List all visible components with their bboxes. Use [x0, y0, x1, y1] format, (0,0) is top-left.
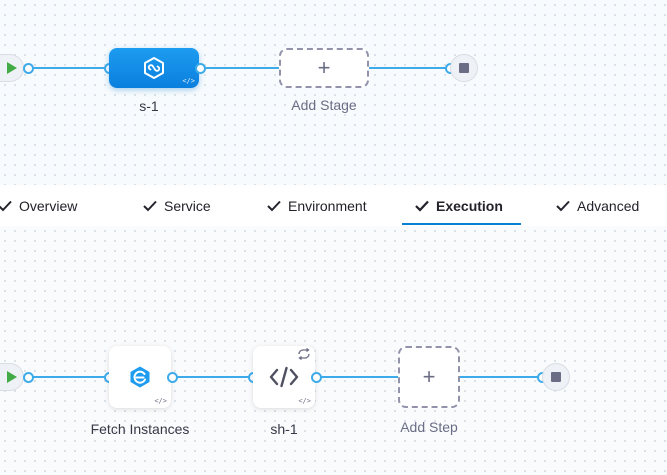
pipeline-start-node: [0, 54, 24, 82]
check-icon: [267, 200, 281, 212]
connector-port: [23, 63, 34, 74]
execution-end-node: [542, 363, 570, 391]
connector-line: [176, 376, 252, 378]
tab-label: Overview: [19, 197, 78, 214]
stage-tabs: Overview Service Environment Execution A…: [0, 185, 667, 227]
connector-line: [28, 376, 108, 378]
yaml-code-icon: </>: [154, 397, 167, 405]
stop-icon: [459, 63, 469, 73]
tab-label: Execution: [436, 197, 503, 214]
add-stage-label: Add Stage: [291, 97, 357, 113]
yaml-code-icon: </>: [182, 77, 195, 85]
stage-node-s-1[interactable]: </>: [109, 48, 199, 88]
connector-line: [320, 376, 398, 378]
plus-icon: +: [422, 364, 436, 389]
tab-execution[interactable]: Execution: [415, 185, 503, 226]
connector-line: [204, 67, 280, 69]
tab-label: Environment: [288, 197, 367, 214]
connector-line: [369, 67, 447, 69]
fetch-instances-icon: [130, 366, 150, 388]
loop-icon[interactable]: [297, 347, 311, 365]
check-icon: [0, 200, 12, 212]
pipeline-end-node: [450, 54, 478, 82]
check-icon: [415, 200, 429, 212]
stop-icon: [551, 372, 561, 382]
yaml-code-icon: </>: [298, 397, 311, 405]
tab-label: Advanced: [577, 197, 640, 214]
plus-icon: +: [317, 55, 331, 80]
active-tab-indicator: [402, 223, 521, 225]
connector-port: [23, 372, 34, 383]
play-icon: [6, 371, 17, 383]
execution-canvas: </> </> + Fetch Instances sh-1 Add Step: [0, 226, 667, 475]
add-step-button[interactable]: +: [398, 346, 460, 408]
play-icon: [6, 62, 17, 74]
add-step-label: Add Step: [400, 419, 458, 435]
step-name-label: sh-1: [270, 421, 298, 437]
execution-start-node: [0, 363, 24, 391]
check-icon: [143, 200, 157, 212]
shell-script-icon: [269, 366, 299, 388]
tab-overview[interactable]: Overview: [0, 185, 77, 226]
check-icon: [556, 200, 570, 212]
connector-line: [460, 376, 540, 378]
connector-line: [28, 67, 108, 69]
step-name-label: Fetch Instances: [90, 421, 190, 437]
step-node-fetch-instances[interactable]: </>: [109, 346, 171, 408]
tab-advanced[interactable]: Advanced: [556, 185, 639, 226]
tab-service[interactable]: Service: [143, 185, 211, 226]
tab-environment[interactable]: Environment: [267, 185, 367, 226]
step-node-sh-1[interactable]: </>: [253, 346, 315, 408]
tab-label: Service: [164, 197, 211, 214]
add-stage-button[interactable]: +: [279, 48, 369, 88]
pipeline-canvas: </> + s-1 Add Stage: [0, 0, 667, 185]
stage-name-label: s-1: [139, 98, 159, 114]
deployment-stage-icon: [144, 57, 164, 79]
